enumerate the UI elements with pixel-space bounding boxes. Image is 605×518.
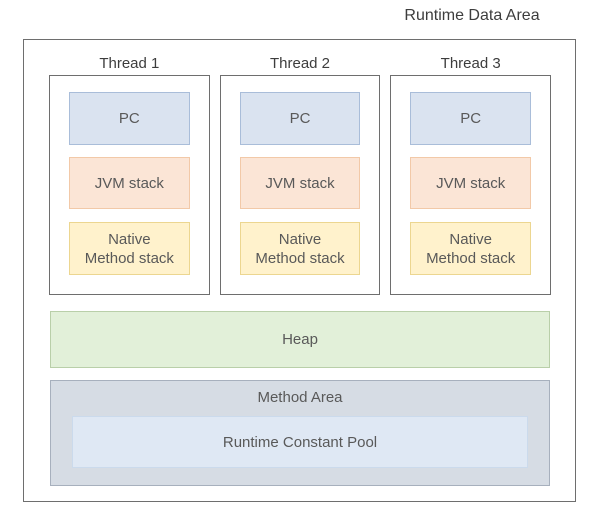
thread-2-box: PC JVM stack Native Method stack bbox=[219, 75, 381, 295]
thread-2-label: Thread 2 bbox=[269, 55, 331, 72]
thread-3-jvm-stack-box: JVM stack bbox=[410, 157, 532, 209]
method-area-label: Method Area bbox=[257, 389, 343, 406]
thread-1-jvm-stack-box: JVM stack bbox=[69, 157, 190, 209]
thread-3-pc-box: PC bbox=[410, 92, 532, 145]
thread-1-label: Thread 1 bbox=[99, 55, 160, 72]
thread-2-jvm-stack-box: JVM stack bbox=[239, 157, 361, 209]
heap-box: Heap bbox=[50, 311, 550, 368]
thread-2-native-method-stack-box: Native Method stack bbox=[239, 222, 361, 275]
thread-1-pc-box: PC bbox=[69, 92, 190, 145]
thread-3-native-method-stack-box: Native Method stack bbox=[410, 222, 532, 275]
runtime-constant-pool-box: Runtime Constant Pool bbox=[72, 416, 528, 468]
thread-1-column: Thread 1 PC JVM stack Native Method stac… bbox=[49, 52, 210, 295]
diagram-title: Runtime Data Area bbox=[404, 7, 540, 24]
method-area-box: Method Area Runtime Constant Pool bbox=[50, 380, 550, 486]
thread-2-pc-box: PC bbox=[239, 92, 361, 145]
thread-1-box: PC JVM stack Native Method stack bbox=[49, 75, 210, 295]
thread-3-column: Thread 3 PC JVM stack Native Method stac… bbox=[390, 52, 552, 295]
threads-row: Thread 1 PC JVM stack Native Method stac… bbox=[49, 52, 552, 295]
thread-1-native-method-stack-box: Native Method stack bbox=[69, 222, 190, 275]
thread-3-box: PC JVM stack Native Method stack bbox=[390, 75, 552, 295]
runtime-data-area-box: Thread 1 PC JVM stack Native Method stac… bbox=[23, 39, 576, 502]
thread-3-label: Thread 3 bbox=[440, 55, 501, 72]
thread-2-column: Thread 2 PC JVM stack Native Method stac… bbox=[219, 52, 381, 295]
